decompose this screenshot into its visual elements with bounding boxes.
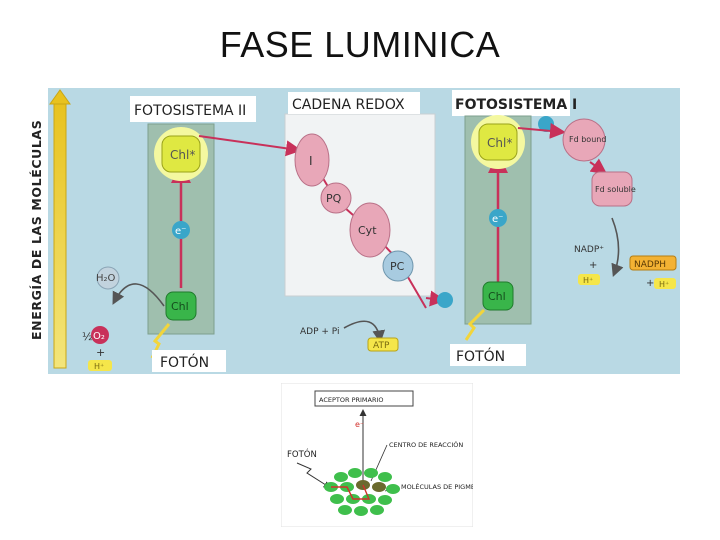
water-molecule — [96, 266, 120, 290]
ps2-chl-label: Chl — [171, 300, 189, 313]
ps1-chl-excited-label: Chl* — [487, 136, 512, 150]
carrier-pc — [382, 250, 414, 282]
pigment-photon-arrow — [296, 462, 331, 489]
pigment-background — [281, 383, 473, 527]
ps2-chl-excited — [161, 135, 201, 173]
pigment-molecule — [334, 472, 348, 482]
pigment-electron-label: e⁻ — [355, 420, 364, 429]
water-split-arrow — [112, 283, 165, 307]
nadp-reduction-arrow — [611, 217, 624, 277]
ps2-electron-label: e⁻ — [175, 226, 186, 237]
ps2-electron — [172, 221, 190, 239]
ps1-chl — [482, 281, 514, 311]
carrier-i — [294, 133, 330, 187]
ps2-photon-label: FOTÓN — [160, 353, 209, 371]
energy-axis-band — [24, 88, 48, 374]
energy-axis-bar — [53, 101, 67, 369]
ps2-proton — [88, 360, 112, 371]
pigment-molecule — [378, 495, 392, 505]
ps2-chl-excited-label: Chl* — [170, 148, 195, 162]
carrier-cyt-label: Cyt — [358, 224, 377, 237]
ps2-proton-label: H⁺ — [94, 362, 104, 371]
ps1-proton-in — [578, 274, 600, 285]
fd-bound — [562, 118, 606, 162]
pigment-molecule — [386, 484, 400, 494]
pigment-photon-label: FOTÓN — [287, 448, 317, 460]
ps1-electron-label: e⁻ — [492, 214, 503, 225]
atp-badge — [367, 337, 399, 352]
pigment-cluster — [324, 468, 400, 516]
carrier-pq-label: PQ — [326, 192, 342, 205]
energy-axis-arrowhead — [49, 89, 71, 105]
redox-title: CADENA REDOX — [292, 97, 405, 113]
ps1-proton-out-label: H⁺ — [659, 280, 669, 289]
ps2-plus: + — [96, 346, 105, 359]
fd-to-fd-arrow — [589, 158, 608, 175]
ps1-photon-label: FOTÓN — [456, 347, 505, 365]
ps1-photon-box — [450, 344, 526, 366]
energy-transfer-path — [331, 484, 371, 500]
ps1-entry-electron — [437, 292, 453, 308]
ps2-chl — [165, 291, 197, 321]
acceptor-box — [314, 390, 414, 407]
oxygen-half: ½ — [82, 330, 93, 343]
pigment-molecule — [338, 505, 352, 515]
adp-label: ADP + Pi — [300, 327, 340, 337]
pigment-molecule — [348, 468, 362, 478]
ps1-title: FOTOSISTEMA I — [455, 97, 577, 113]
carrier-i-label: I — [309, 154, 313, 168]
ps1-plus: + — [589, 260, 597, 271]
light-phase-diagram: ENERGÍA DE LAS MOLÉCULAS FOTOSISTEMA II … — [24, 88, 680, 374]
fd-soluble — [591, 171, 633, 207]
nadph-label: NADPH — [634, 260, 666, 270]
ps2-to-redox-arrow — [198, 135, 302, 157]
atp-synthesis-arrow — [343, 320, 386, 344]
pigment-molecules-label: MOLÉCULAS DE PIGMENTO — [401, 482, 473, 491]
carrier-pq — [320, 182, 352, 214]
oxygen-label: O₂ — [93, 331, 105, 342]
atp-label: ATP — [373, 341, 390, 351]
page-title: FASE LUMINICA — [219, 24, 501, 65]
ps2-photon-box — [152, 350, 226, 372]
ps1-chl-excited — [478, 123, 518, 161]
fd-bound-label: Fd bound — [569, 135, 606, 144]
ps2-title: FOTOSISTEMA II — [134, 103, 246, 119]
ps1-electron — [489, 209, 507, 227]
pigment-molecule — [354, 506, 368, 516]
nadp-label: NADP⁺ — [574, 245, 604, 255]
pigment-molecule — [370, 505, 384, 515]
water-label: H₂O — [96, 273, 116, 284]
pigment-molecule — [330, 494, 344, 504]
ps1-proton-out — [654, 278, 676, 289]
ps1-to-fd-arrow — [517, 122, 566, 139]
pigment-molecule — [364, 468, 378, 478]
nadph-badge — [629, 255, 677, 271]
ps1-chl-label: Chl — [488, 290, 506, 303]
redox-title-box — [288, 92, 420, 114]
oxygen-molecule — [91, 326, 109, 344]
acceptor-label: ACEPTOR PRIMARIO — [319, 396, 384, 404]
fd-soluble-label: Fd soluble — [595, 185, 636, 194]
antenna-complex-diagram: ACEPTOR PRIMARIO e⁻ FOTÓN CENTRO DE REAC… — [281, 383, 473, 527]
ps1-photon-arrow — [464, 308, 486, 341]
ps1-proton-in-label: H⁺ — [583, 276, 593, 285]
ps2-title-box — [130, 96, 256, 122]
carrier-pc-label: PC — [390, 260, 405, 273]
ps1-plus-2: + — [646, 278, 654, 289]
energy-axis-label: ENERGÍA DE LAS MOLÉCULAS — [29, 120, 44, 340]
pigment-molecule — [372, 482, 386, 492]
pigment-molecule — [378, 472, 392, 482]
carrier-cyt — [349, 202, 391, 258]
reaction-center-label: CENTRO DE REACCIÓN — [389, 440, 463, 449]
ps1-title-box — [452, 90, 570, 116]
